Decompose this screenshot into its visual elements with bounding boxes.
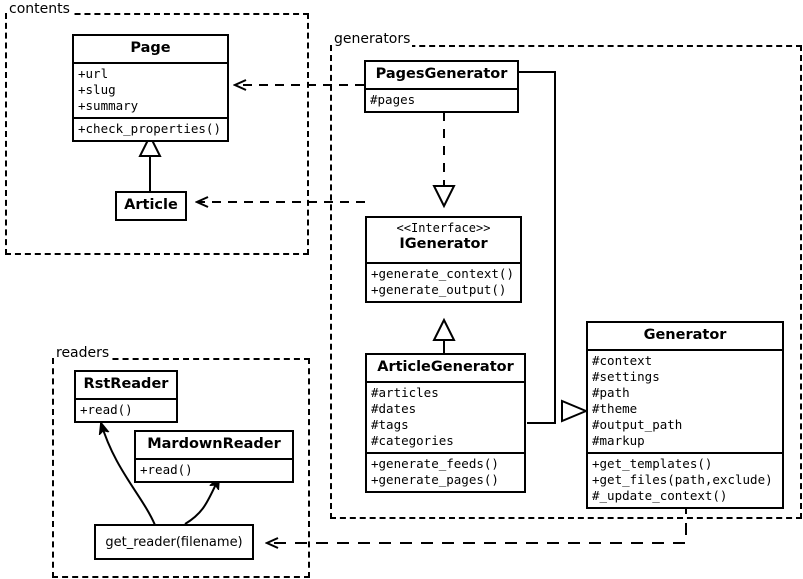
class-article-generator-methods: +generate_feeds() +generate_pages() [367, 452, 524, 491]
attribute: +slug [78, 82, 116, 97]
package-contents-label: contents [7, 1, 72, 17]
class-page-attributes: +url +slug +summary [74, 62, 227, 117]
class-igenerator-stereotype: <<Interface>> [396, 221, 491, 235]
method: +get_files(path,exclude) [592, 472, 773, 487]
class-mardown-reader-methods: +read() [136, 458, 292, 481]
class-page-methods: +check_properties() [74, 117, 227, 140]
attribute: #settings [592, 369, 660, 384]
class-pages-generator-name: PagesGenerator [375, 66, 508, 82]
attribute: #path [592, 385, 630, 400]
method: +generate_context() [371, 266, 514, 281]
attribute: #markup [592, 433, 645, 448]
class-generator[interactable]: Generator #context #settings #path #them… [586, 321, 784, 509]
class-generator-methods: +get_templates() +get_files(path,exclude… [588, 452, 782, 507]
method: +read() [140, 462, 193, 477]
attribute: #categories [371, 433, 454, 448]
class-article-generator[interactable]: ArticleGenerator #articles #dates #tags … [365, 353, 526, 493]
class-generator-attributes: #context #settings #path #theme #output_… [588, 349, 782, 452]
package-generators-label: generators [332, 31, 413, 47]
attribute: +summary [78, 98, 139, 113]
method: #_update_context() [592, 488, 728, 503]
package-readers-label: readers [54, 345, 112, 361]
attribute: #theme [592, 401, 638, 416]
package-readers [52, 358, 310, 578]
class-igenerator-header: <<Interface>> IGenerator [367, 218, 520, 262]
attribute: +url [78, 66, 109, 81]
class-mardown-reader-name: MardownReader [147, 436, 281, 452]
method: +generate_pages() [371, 472, 499, 487]
class-rst-reader-methods: +read() [76, 398, 176, 421]
attribute: #output_path [592, 417, 683, 432]
class-generator-name: Generator [643, 327, 727, 343]
class-article[interactable]: Article [115, 191, 187, 221]
class-igenerator-methods: +generate_context() +generate_output() [367, 262, 520, 301]
attribute: #tags [371, 417, 409, 432]
method: +generate_output() [371, 282, 507, 297]
function-get-reader[interactable]: get_reader(filename) [94, 524, 254, 560]
attribute: #dates [371, 401, 417, 416]
method: +get_templates() [592, 456, 713, 471]
class-mardown-reader[interactable]: MardownReader +read() [134, 430, 294, 483]
class-pages-generator-attributes: #pages [366, 88, 517, 111]
class-page[interactable]: Page +url +slug +summary +check_properti… [72, 34, 229, 142]
function-get-reader-label: get_reader(filename) [105, 534, 243, 550]
class-article-generator-name: ArticleGenerator [377, 359, 514, 375]
method: +check_properties() [78, 121, 221, 136]
class-igenerator[interactable]: <<Interface>> IGenerator +generate_conte… [365, 216, 522, 303]
class-article-generator-attributes: #articles #dates #tags #categories [367, 381, 524, 452]
attribute: #articles [371, 385, 439, 400]
class-rst-reader[interactable]: RstReader +read() [74, 370, 178, 423]
class-pages-generator[interactable]: PagesGenerator #pages [364, 60, 519, 113]
package-contents [5, 13, 309, 255]
method: +read() [80, 402, 133, 417]
class-article-name: Article [124, 197, 178, 213]
attribute: #context [592, 353, 653, 368]
class-rst-reader-name: RstReader [83, 376, 169, 392]
attribute: #pages [370, 92, 416, 107]
class-page-name: Page [130, 40, 171, 56]
method: +generate_feeds() [371, 456, 499, 471]
class-igenerator-name: IGenerator [399, 236, 488, 252]
